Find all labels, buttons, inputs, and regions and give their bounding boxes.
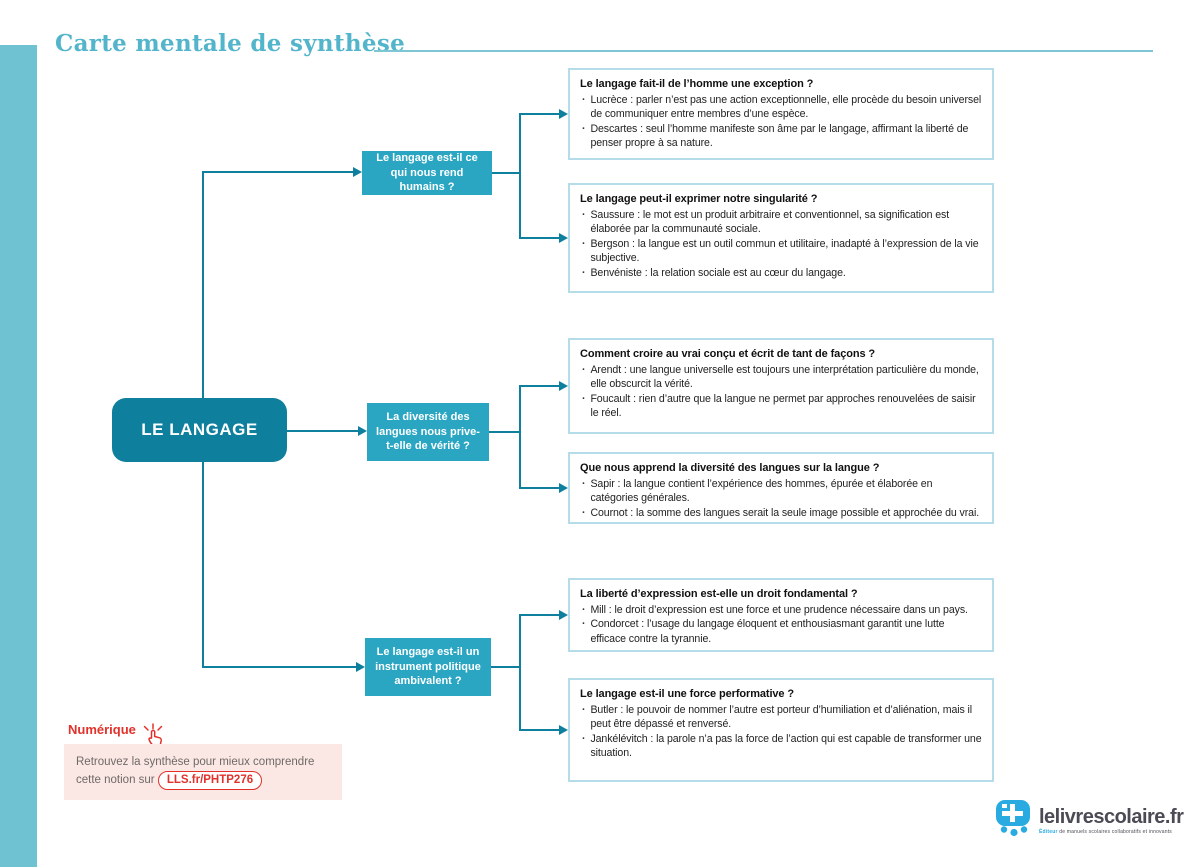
left-margin-stripe <box>0 45 37 867</box>
arrowhead-leaf3 <box>559 381 568 391</box>
connector-branch2-leaf4 <box>519 487 559 489</box>
connector-branch2-vertical <box>519 386 521 488</box>
leaf-bullet: Mill : le droit d’expression est une for… <box>580 603 982 617</box>
leaf-bullet: Condorcet : l’usage du langage éloquent … <box>580 617 982 646</box>
connector-branch3-stub <box>491 666 520 668</box>
leaf-title: Le langage fait-il de l’homme une except… <box>580 78 814 90</box>
numerique-label: Numérique <box>68 722 136 737</box>
arrowhead-leaf1 <box>559 109 568 119</box>
leaf-bullet: Jankélévitch : la parole n’a pas la forc… <box>580 732 982 761</box>
leaf-title: Que nous apprend la diversité des langue… <box>580 462 880 474</box>
leaf-title: Le langage est-il une force performative… <box>580 688 795 700</box>
connector-trunk-down <box>202 462 204 667</box>
connector-branch2-leaf3 <box>519 385 559 387</box>
leaf-card-singularite: Le langage peut-il exprimer notre singul… <box>568 183 994 293</box>
root-node-le-langage: LE LANGAGE <box>112 398 287 462</box>
leaf-bullet: Butler : le pouvoir de nommer l’autre es… <box>580 703 982 732</box>
footer-logo: lelivrescolaire.fr Éditeur de manuels sc… <box>993 798 1184 843</box>
branch-node-humains: Le langage est-il ce qui nous rend humai… <box>362 151 492 195</box>
leaf-title: La liberté d’expression est-elle un droi… <box>580 588 858 600</box>
arrowhead-leaf6 <box>559 725 568 735</box>
logo-tagline: Éditeur de manuels scolaires collaborati… <box>1039 828 1173 835</box>
connector-root-branch3 <box>202 666 356 668</box>
logo-name: lelivrescolaire.fr <box>1039 805 1184 828</box>
connector-branch1-leaf1 <box>519 113 559 115</box>
leaf-card-diversite-langues: Que nous apprend la diversité des langue… <box>568 452 994 524</box>
leaf-bullet: Foucault : rien d’autre que la langue ne… <box>580 392 982 421</box>
leaf-card-liberte-expression: La liberté d’expression est-elle un droi… <box>568 578 994 652</box>
arrowhead-leaf2 <box>559 233 568 243</box>
title-rule <box>374 50 1153 52</box>
branch-node-politique: Le langage est-il un instrument politiqu… <box>365 638 491 696</box>
connector-root-branch2 <box>287 430 358 432</box>
connector-root-branch1 <box>202 171 353 173</box>
leaf-bullet: Arendt : une langue universelle est touj… <box>580 363 982 392</box>
numerique-text: Retrouvez la synthèse pour mieux compren… <box>76 756 315 787</box>
leaf-bullet: Benvéniste : la relation sociale est au … <box>580 266 982 280</box>
arrowhead-branch3 <box>356 662 365 672</box>
leaf-card-exception: Le langage fait-il de l’homme une except… <box>568 68 994 160</box>
leaf-bullet: Lucrèce : parler n’est pas une action ex… <box>580 93 982 122</box>
connector-branch3-vertical <box>519 615 521 730</box>
leaf-title: Comment croire au vrai conçu et écrit de… <box>580 348 876 360</box>
leaf-bullet: Saussure : le mot est un produit arbitra… <box>580 208 982 237</box>
leaf-bullet: Sapir : la langue contient l’expérience … <box>580 477 982 506</box>
connector-branch1-leaf2 <box>519 237 559 239</box>
numerique-label-row: Numérique <box>68 722 168 751</box>
branch-node-diversite: La diversité des langues nous prive-t-el… <box>367 403 489 461</box>
leaf-title: Le langage peut-il exprimer notre singul… <box>580 193 818 205</box>
arrowhead-leaf5 <box>559 610 568 620</box>
connector-branch2-stub <box>489 431 520 433</box>
connector-branch3-leaf6 <box>519 729 559 731</box>
leaf-card-force-performative: Le langage est-il une force performative… <box>568 678 994 782</box>
leaf-bullet: Descartes : seul l’homme manifeste son â… <box>580 122 982 151</box>
lls-link-button[interactable]: LLS.fr/PHTP276 <box>157 771 263 791</box>
arrowhead-branch1 <box>353 167 362 177</box>
connector-trunk-up <box>202 172 204 398</box>
arrowhead-branch2 <box>358 426 367 436</box>
arrowhead-leaf4 <box>559 483 568 493</box>
leaf-card-vrai-facons: Comment croire au vrai conçu et écrit de… <box>568 338 994 434</box>
leaf-bullet: Bergson : la langue est un outil commun … <box>580 237 982 266</box>
connector-branch1-vertical <box>519 114 521 239</box>
page-title: Carte mentale de synthèse <box>55 30 406 57</box>
connector-branch3-leaf5 <box>519 614 559 616</box>
lelivrescolaire-logo-icon <box>993 798 1035 843</box>
numerique-panel: Retrouvez la synthèse pour mieux compren… <box>64 744 342 800</box>
connector-branch1-stub <box>492 172 520 174</box>
leaf-bullet: Cournot : la somme des langues serait la… <box>580 506 982 520</box>
